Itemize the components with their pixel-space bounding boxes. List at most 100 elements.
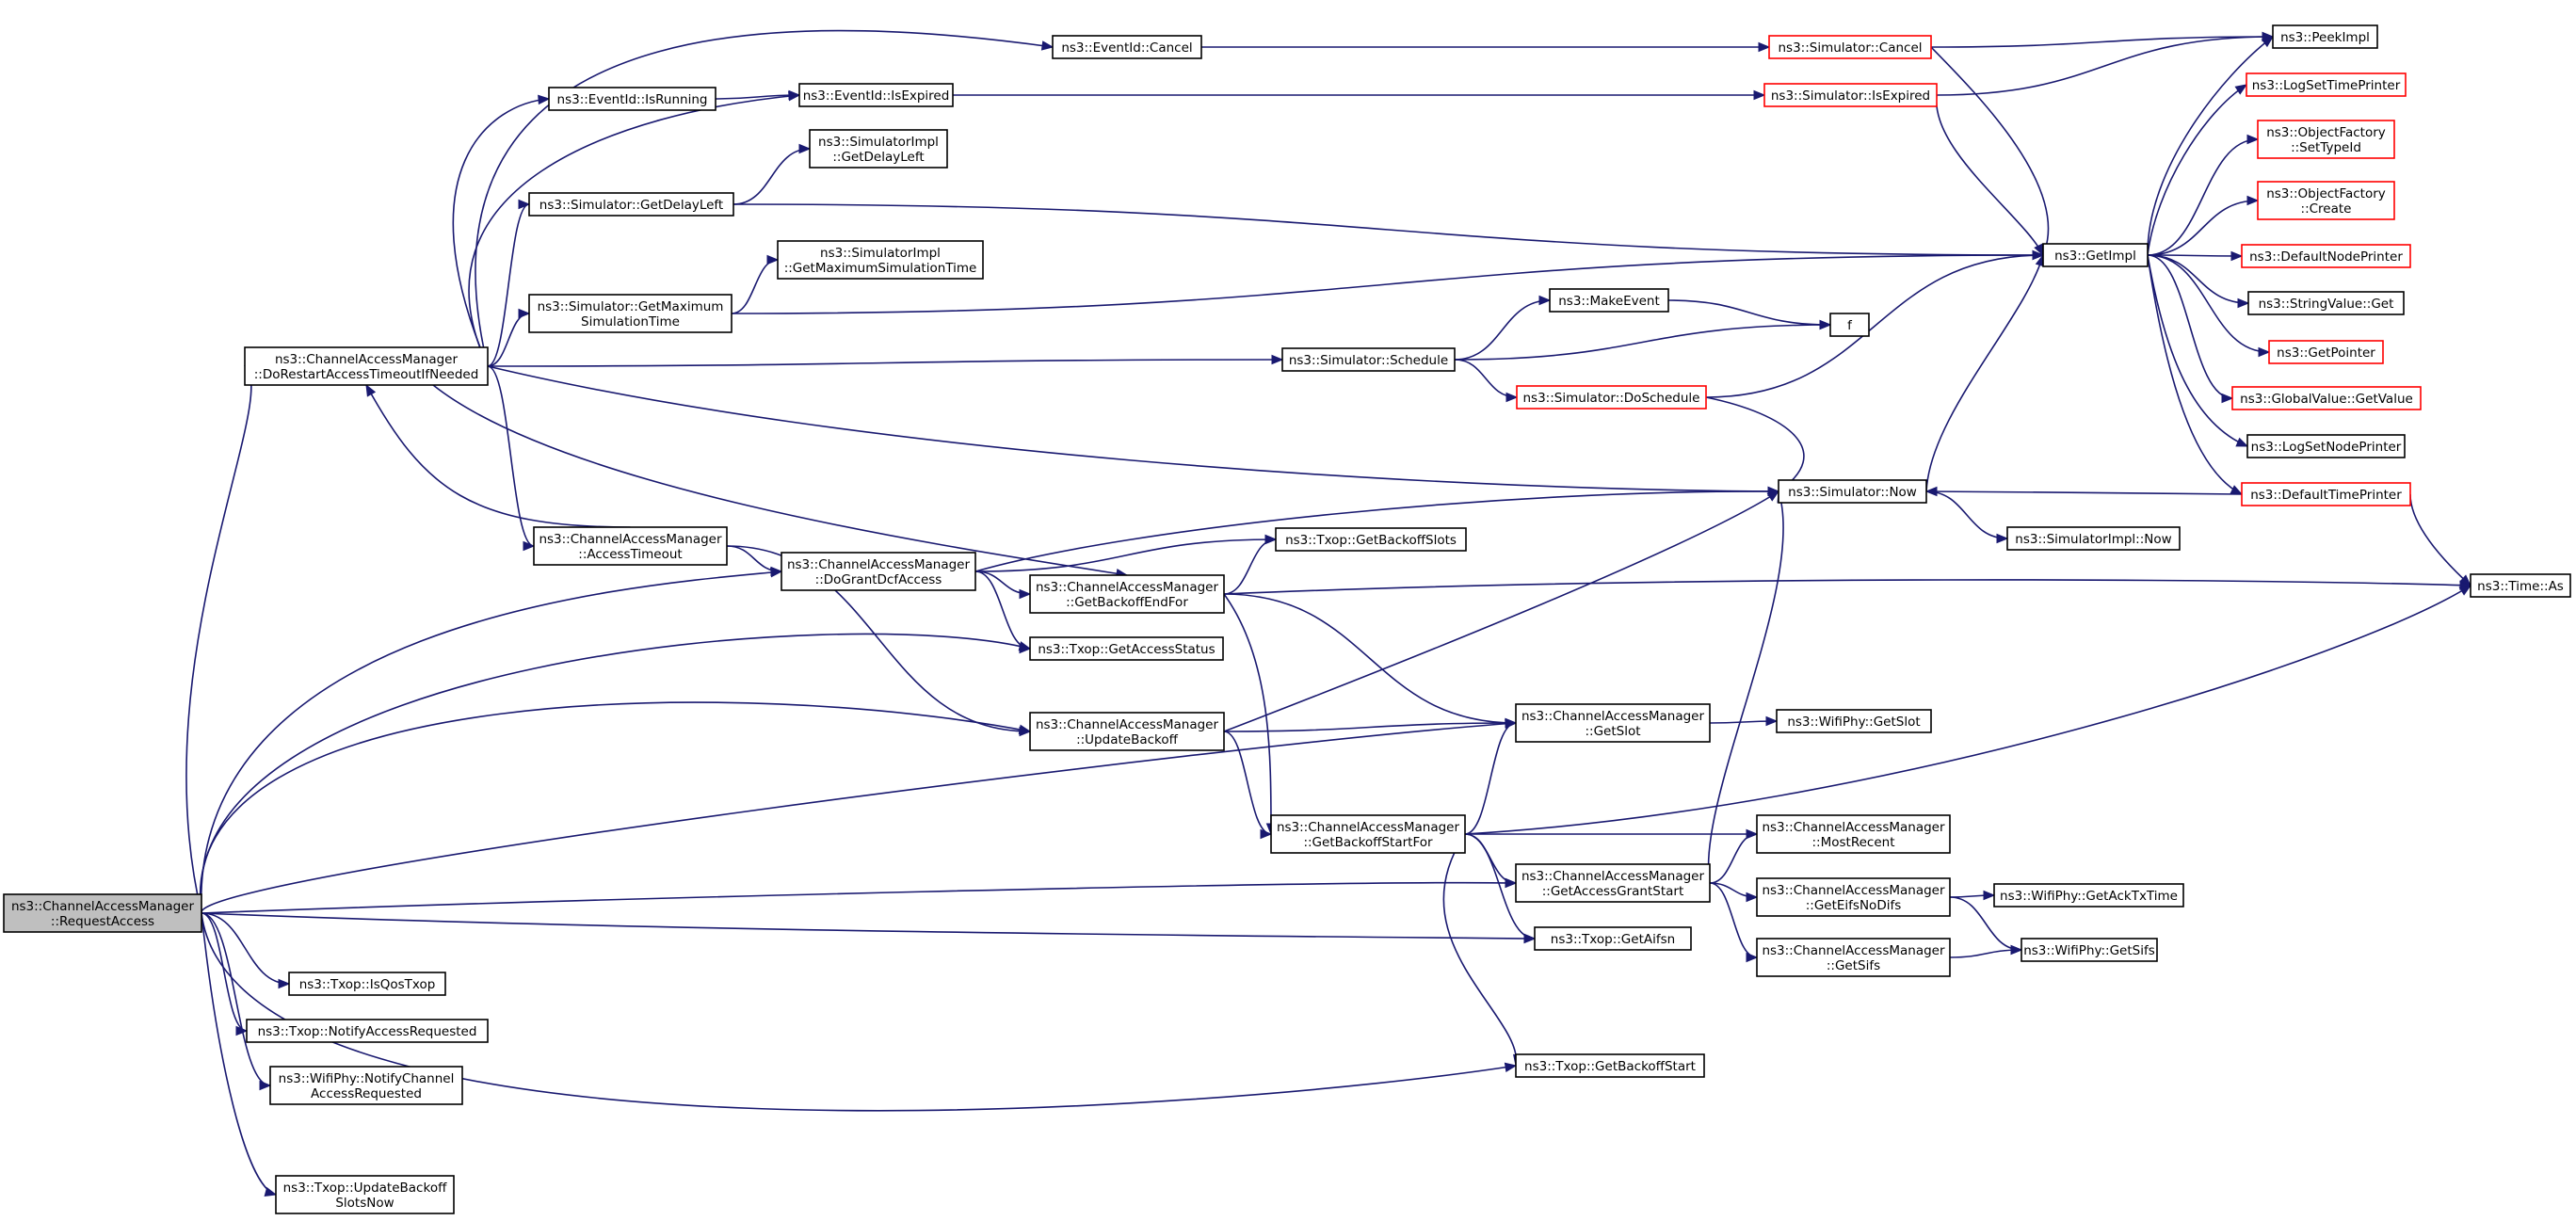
node-deftimeprinter[interactable]: ns3::DefaultTimePrinter <box>2241 482 2411 506</box>
node-lognode[interactable]: ns3::LogSetNodePrinter <box>2246 434 2406 458</box>
node-label: ns3::Txop::UpdateBackoff <box>283 1181 447 1196</box>
node-getbackoffstart[interactable]: ns3::Txop::GetBackoffStart <box>1515 1053 1705 1078</box>
node-ofsettype[interactable]: ns3::ObjectFactory::SetTypeId <box>2257 120 2395 159</box>
edge-schedule-to-f <box>1454 324 1831 361</box>
node-now[interactable]: ns3::Simulator::Now <box>1778 479 1927 504</box>
node-label: ns3::ChannelAccessManager <box>787 557 971 572</box>
edge-doschedule-to-now <box>1705 396 1805 492</box>
node-phynotify[interactable]: ns3::WifiPhy::NotifyChannelAccessRequest… <box>269 1066 463 1105</box>
node-box <box>1029 574 1225 614</box>
node-backoffstart[interactable]: ns3::ChannelAccessManager::GetBackoffSta… <box>1270 814 1466 854</box>
arrowhead-request-to-getbackoffstart <box>1504 1062 1518 1072</box>
node-getdelay[interactable]: ns3::Simulator::GetDelayLeft <box>528 192 734 217</box>
node-request[interactable]: ns3::ChannelAccessManager::RequestAccess <box>3 893 202 933</box>
node-mostrecent[interactable]: ns3::ChannelAccessManager::MostRecent <box>1756 814 1951 854</box>
node-strget[interactable]: ns3::StringValue::Get <box>2247 291 2405 315</box>
arrowhead-getimpl-to-strget <box>2237 297 2250 309</box>
node-getmax[interactable]: ns3::Simulator::GetMaximumSimulationTime <box>528 294 733 333</box>
node-simcancel[interactable]: ns3::Simulator::Cancel <box>1768 35 1932 59</box>
node-box <box>2231 386 2422 410</box>
edge-restart-to-isrunning <box>452 98 550 367</box>
node-f[interactable]: f <box>1829 313 1870 337</box>
node-getsifs[interactable]: ns3::ChannelAccessManager::GetSifs <box>1756 938 1951 977</box>
edge-getmax-to-implgetmax <box>731 259 779 314</box>
node-label: ::UpdateBackoff <box>1076 732 1179 747</box>
node-doschedule[interactable]: ns3::Simulator::DoSchedule <box>1516 385 1707 410</box>
node-getimpl[interactable]: ns3::GetImpl <box>2042 243 2149 267</box>
edge-simcancel-to-peekimpl <box>1930 36 2274 48</box>
node-box <box>1515 863 1711 903</box>
edge-simisexpired-to-getimpl <box>1936 94 2044 256</box>
arrowhead-restart-to-getdelay <box>518 199 531 210</box>
node-getaifsn[interactable]: ns3::Txop::GetAifsn <box>1534 926 1692 951</box>
node-cancel[interactable]: ns3::EventId::Cancel <box>1052 35 1202 59</box>
node-label: ns3::EventId::Cancel <box>1061 40 1192 56</box>
node-label: ns3::Simulator::Now <box>1788 485 1917 500</box>
arrowhead-now-to-simimplnow <box>1996 533 2009 544</box>
edge-request-to-getslot <box>201 722 1517 914</box>
node-acktx[interactable]: ns3::WifiPhy::GetAckTxTime <box>1993 883 2184 908</box>
edge-dogrant-to-now <box>974 490 1779 572</box>
node-restart[interactable]: ns3::ChannelAccessManager::DoRestartAcce… <box>244 346 489 386</box>
node-phygetslot[interactable]: ns3::WifiPhy::GetSlot <box>1776 709 1932 733</box>
node-box <box>269 1066 463 1105</box>
node-physifs[interactable]: ns3::WifiPhy::GetSifs <box>2021 938 2158 962</box>
edge-request-to-accessstatus <box>200 633 1031 914</box>
edge-request-to-isqos <box>201 912 290 985</box>
node-label: ns3::DefaultTimePrinter <box>2250 488 2402 503</box>
node-box <box>798 83 954 107</box>
node-getslot[interactable]: ns3::ChannelAccessManager::GetSlot <box>1515 703 1711 743</box>
node-implgetdelay[interactable]: ns3::SimulatorImpl::GetDelayLeft <box>809 129 948 169</box>
edge-grantstart-to-mostrecent <box>1709 833 1758 884</box>
node-box <box>2241 244 2411 268</box>
node-notifyreq[interactable]: ns3::Txop::NotifyAccessRequested <box>246 1019 489 1043</box>
node-box <box>1776 709 1932 733</box>
node-schedule[interactable]: ns3::Simulator::Schedule <box>1281 347 1456 372</box>
node-isexpired[interactable]: ns3::EventId::IsExpired <box>798 83 954 107</box>
node-label: ns3::Simulator::GetMaximum <box>538 299 724 314</box>
node-box <box>1756 938 1951 977</box>
node-makeevent[interactable]: ns3::MakeEvent <box>1549 288 1669 313</box>
node-updatebackoff[interactable]: ns3::ChannelAccessManager::UpdateBackoff <box>1029 712 1225 751</box>
edge-accesstimeout-to-restart <box>365 384 631 528</box>
edge-dogrant-to-getbackoffslots <box>974 538 1277 572</box>
node-simimplnow[interactable]: ns3::SimulatorImpl::Now <box>2006 526 2181 551</box>
node-timeas[interactable]: ns3::Time::As <box>2470 573 2571 598</box>
node-box <box>1515 1053 1705 1078</box>
node-backoffend[interactable]: ns3::ChannelAccessManager::GetBackoffEnd… <box>1029 574 1225 614</box>
node-dogrant[interactable]: ns3::ChannelAccessManager::DoGrantDcfAcc… <box>781 552 976 591</box>
node-globalget[interactable]: ns3::GlobalValue::GetValue <box>2231 386 2422 410</box>
node-logtime[interactable]: ns3::LogSetTimePrinter <box>2246 72 2407 97</box>
node-label: ::AccessTimeout <box>578 547 682 562</box>
node-box <box>2257 120 2395 159</box>
arrowhead-updatebackoff-to-now <box>1766 490 1780 502</box>
node-defnodeprinter[interactable]: ns3::DefaultNodePrinter <box>2241 244 2411 268</box>
node-getpointer[interactable]: ns3::GetPointer <box>2268 340 2384 364</box>
edge-getimpl-to-logtime <box>2147 84 2247 256</box>
node-grantstart[interactable]: ns3::ChannelAccessManager::GetAccessGran… <box>1515 863 1711 903</box>
edge-backoffstart-to-getslot <box>1464 722 1517 835</box>
node-box <box>528 294 733 333</box>
node-simisexpired[interactable]: ns3::Simulator::IsExpired <box>1763 83 1938 107</box>
edge-request-to-getaifsn <box>201 912 1536 940</box>
arrowhead-deftimeprinter-to-timeas <box>2458 574 2471 586</box>
node-isqos[interactable]: ns3::Txop::IsQosTxop <box>288 972 446 996</box>
node-box <box>2006 526 2181 551</box>
node-box <box>1829 313 1870 337</box>
edge-getdelay-to-getimpl <box>733 203 2044 256</box>
node-label: ::Create <box>2301 201 2352 217</box>
node-ofcreate[interactable]: ns3::ObjectFactory::Create <box>2257 181 2395 220</box>
node-accessstatus[interactable]: ns3::Txop::GetAccessStatus <box>1029 636 1224 661</box>
node-implgetmax[interactable]: ns3::SimulatorImpl::GetMaximumSimulation… <box>777 240 984 280</box>
node-getbackoffslots[interactable]: ns3::Txop::GetBackoffSlots <box>1275 527 1467 552</box>
arrowhead-getimpl-to-defnodeprinter <box>2230 250 2244 262</box>
arrowhead-accesstimeout-to-restart <box>365 383 377 397</box>
node-box <box>1275 527 1467 552</box>
node-eifsnodifs[interactable]: ns3::ChannelAccessManager::GetEifsNoDifs <box>1756 877 1951 917</box>
node-peekimpl[interactable]: ns3::PeekImpl <box>2272 24 2378 49</box>
node-label: ns3::Txop::IsQosTxop <box>299 977 436 992</box>
node-accesstimeout[interactable]: ns3::ChannelAccessManager::AccessTimeout <box>533 526 728 566</box>
node-box <box>1052 35 1202 59</box>
node-isrunning[interactable]: ns3::EventId::IsRunning <box>548 87 716 111</box>
